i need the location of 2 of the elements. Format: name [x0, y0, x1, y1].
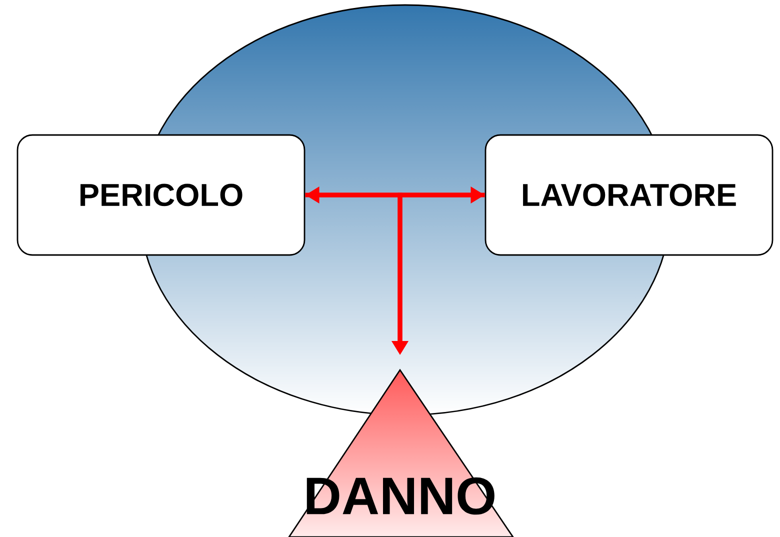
process-box: LAVORATORE	[484, 134, 774, 256]
process-box: PERICOLO	[16, 134, 306, 256]
